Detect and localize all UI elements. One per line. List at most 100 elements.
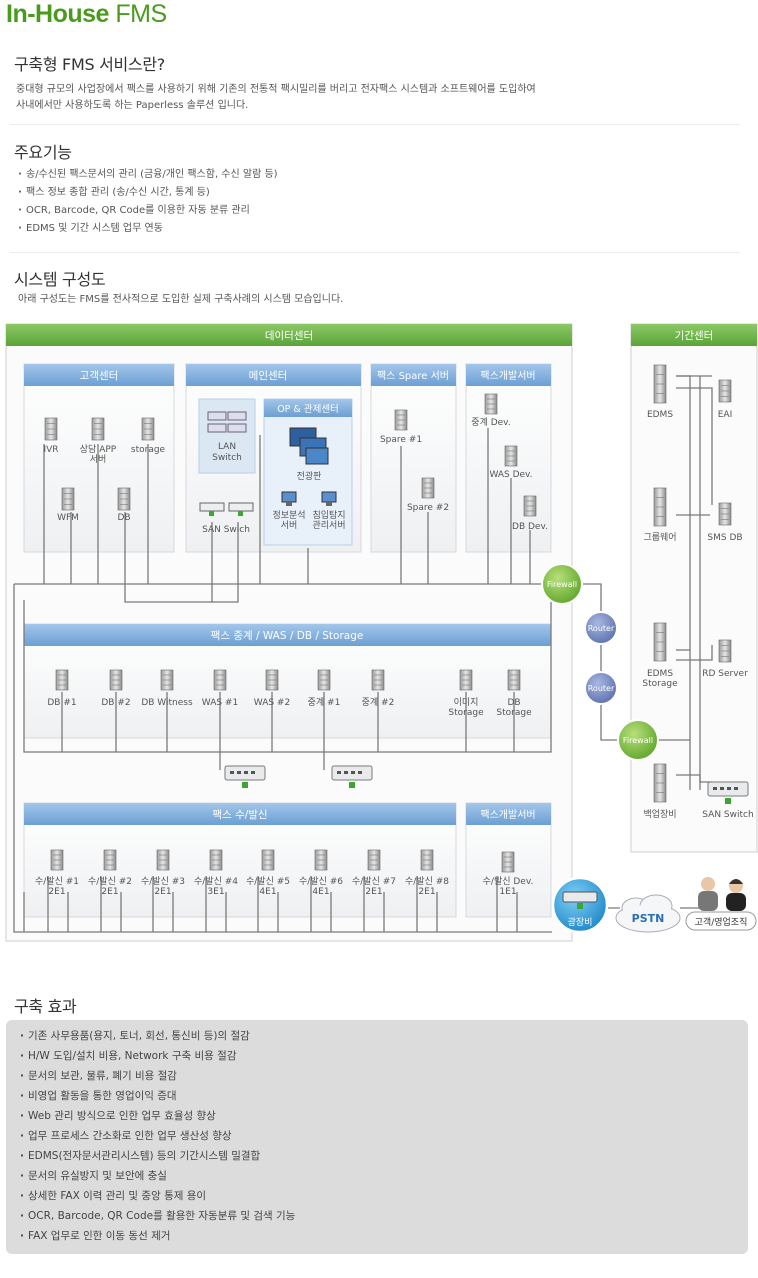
customer-sales-label: 고객/영업조직 xyxy=(695,917,748,928)
eai-server-icon xyxy=(718,379,732,403)
relay-group-header xyxy=(24,624,551,646)
spare-server-label: 팩스 Spare 서버 xyxy=(377,370,449,382)
relay-node-label: DB #2 xyxy=(101,698,130,708)
fms-description-line: 중대형 규모의 사업장에서 팩스를 사용하기 위해 기존의 전통적 팩시밀리를 … xyxy=(16,84,536,95)
relay-server-icon xyxy=(459,669,473,691)
system-diagram: 데이터센터 기간센터 고객센터 메인센터 OP & 관제센터 팩스 Spare … xyxy=(5,323,758,942)
rd-server-label: RD Server xyxy=(702,669,748,679)
section-heading-fms: 구축형 FMS 서비스란? xyxy=(14,55,165,74)
firewall-icon-1 xyxy=(541,563,583,605)
relay-server-icon xyxy=(371,669,385,691)
dev-node-label: 중계 Dev. xyxy=(471,416,510,428)
divider xyxy=(10,252,740,253)
dev-node-label: DB Dev. xyxy=(512,522,548,532)
dev-node-label: WAS Dev. xyxy=(489,470,532,480)
relay-node-label: DB #1 xyxy=(47,698,76,708)
core-san-switch-label: SAN Switch xyxy=(702,810,753,820)
router-icon-2 xyxy=(584,671,618,705)
display-board-icon xyxy=(289,427,329,465)
effect-item: 문서의 보관, 물류, 폐기 비용 절감 xyxy=(16,1066,295,1086)
core-center-label: 기간센터 xyxy=(675,330,714,342)
relay-server-icon xyxy=(213,669,227,691)
txrx-group-header xyxy=(24,803,456,825)
txrx-server-icon xyxy=(420,849,434,871)
backup-equipment-icon xyxy=(653,763,667,803)
effect-item: FAX 업무로 인한 이동 동선 제거 xyxy=(16,1226,295,1246)
effects-box: 기존 사무용품(용지, 토너, 회선, 통신비 등)의 절감 H/W 도입/설치… xyxy=(6,1020,748,1254)
feature-item: 팩스 정보 종합 관리 (송/수신 시간, 통계 등) xyxy=(14,184,278,202)
dev-server-icon xyxy=(484,393,498,415)
lan-switch-icon xyxy=(207,411,247,433)
spare-server-icon xyxy=(394,409,408,431)
server-icons xyxy=(44,364,732,873)
op-center-header xyxy=(264,399,352,417)
edms-server-icon xyxy=(653,364,667,404)
page-title: In-House FMS xyxy=(6,0,167,28)
txrx-group-label: 팩스 수/발신 xyxy=(212,809,267,821)
firewall-label-2: Firewall xyxy=(623,736,653,745)
customer-center-panel xyxy=(23,363,175,553)
core-center-header xyxy=(631,324,757,346)
spare-server-panel xyxy=(370,363,457,553)
dev-server-icon xyxy=(504,445,518,467)
main-center-label: 메인센터 xyxy=(249,370,288,382)
section-heading-features: 주요기능 xyxy=(14,143,72,162)
smsdb-label: SMS DB xyxy=(707,533,742,543)
smsdb-server-icon xyxy=(718,502,732,526)
relay-server-icon xyxy=(265,669,279,691)
edms-label: EDMS xyxy=(647,410,673,420)
san-switch-label: SAN Swich xyxy=(202,525,250,535)
router-label-2: Router xyxy=(588,684,615,693)
effect-item: EDMS(전자문서관리시스템) 등의 기간시스템 밀결합 xyxy=(16,1146,295,1166)
datacenter-label: 데이터센터 xyxy=(265,330,313,342)
txrx-dev-label: 수/발신 Dev.1E1 xyxy=(483,876,534,897)
txrx-server-icon xyxy=(314,849,328,871)
relay-server-icon xyxy=(55,669,69,691)
relay-server-icon xyxy=(109,669,123,691)
system-description: 아래 구성도는 FMS를 전사적으로 도입한 실제 구축사례의 시스템 모습입니… xyxy=(18,294,344,305)
optical-equipment-label: 광장비 xyxy=(568,916,593,928)
customer-node-label: storage xyxy=(131,445,166,455)
rd-server-icon xyxy=(718,639,732,663)
relay-server-icon xyxy=(160,669,174,691)
effect-item: 기존 사무용품(용지, 토너, 회선, 통신비 등)의 절감 xyxy=(16,1026,295,1046)
customer-node-label: DB xyxy=(117,513,130,523)
customer-center-header xyxy=(24,364,174,386)
effect-item: 상세한 FAX 이력 관리 및 중앙 통제 용이 xyxy=(16,1186,295,1206)
fms-description-line: 사내에서만 사용하도록 하는 Paperless 솔루션 입니다. xyxy=(16,100,249,111)
san-switch-icon xyxy=(199,502,254,516)
feature-item: OCR, Barcode, QR Code를 이용한 자동 분류 관리 xyxy=(14,202,278,220)
relay-server-icon xyxy=(507,669,521,691)
lan-switch-label: LAN xyxy=(218,442,236,452)
spare-server-icon xyxy=(421,477,435,499)
groupware-label: 그룹웨어 xyxy=(643,531,676,543)
firewall-label-1: Firewall xyxy=(547,580,577,589)
ids-server-icon xyxy=(321,491,337,506)
customer-server-icon xyxy=(61,487,75,511)
lan-switch-label-2: Switch xyxy=(212,453,242,463)
divider xyxy=(10,124,740,125)
txrx-server-icon xyxy=(156,849,170,871)
eai-label: EAI xyxy=(718,410,733,420)
txrx-server-icon xyxy=(261,849,275,871)
people-icon xyxy=(698,877,746,911)
customer-server-icon xyxy=(91,417,105,441)
relay-node-label: 중계 #2 xyxy=(362,696,395,708)
dev-server-header xyxy=(466,364,551,386)
core-center-frame xyxy=(630,323,758,853)
main-center-header xyxy=(186,364,361,386)
core-san-switch-icon xyxy=(707,781,749,804)
op-center-label: OP & 관제센터 xyxy=(277,404,339,415)
relay-node-label: 중계 #1 xyxy=(308,696,341,708)
effect-item: OCR, Barcode, QR Code를 활용한 자동분류 및 검색 기능 xyxy=(16,1206,295,1226)
analysis-server-icon xyxy=(281,491,297,506)
